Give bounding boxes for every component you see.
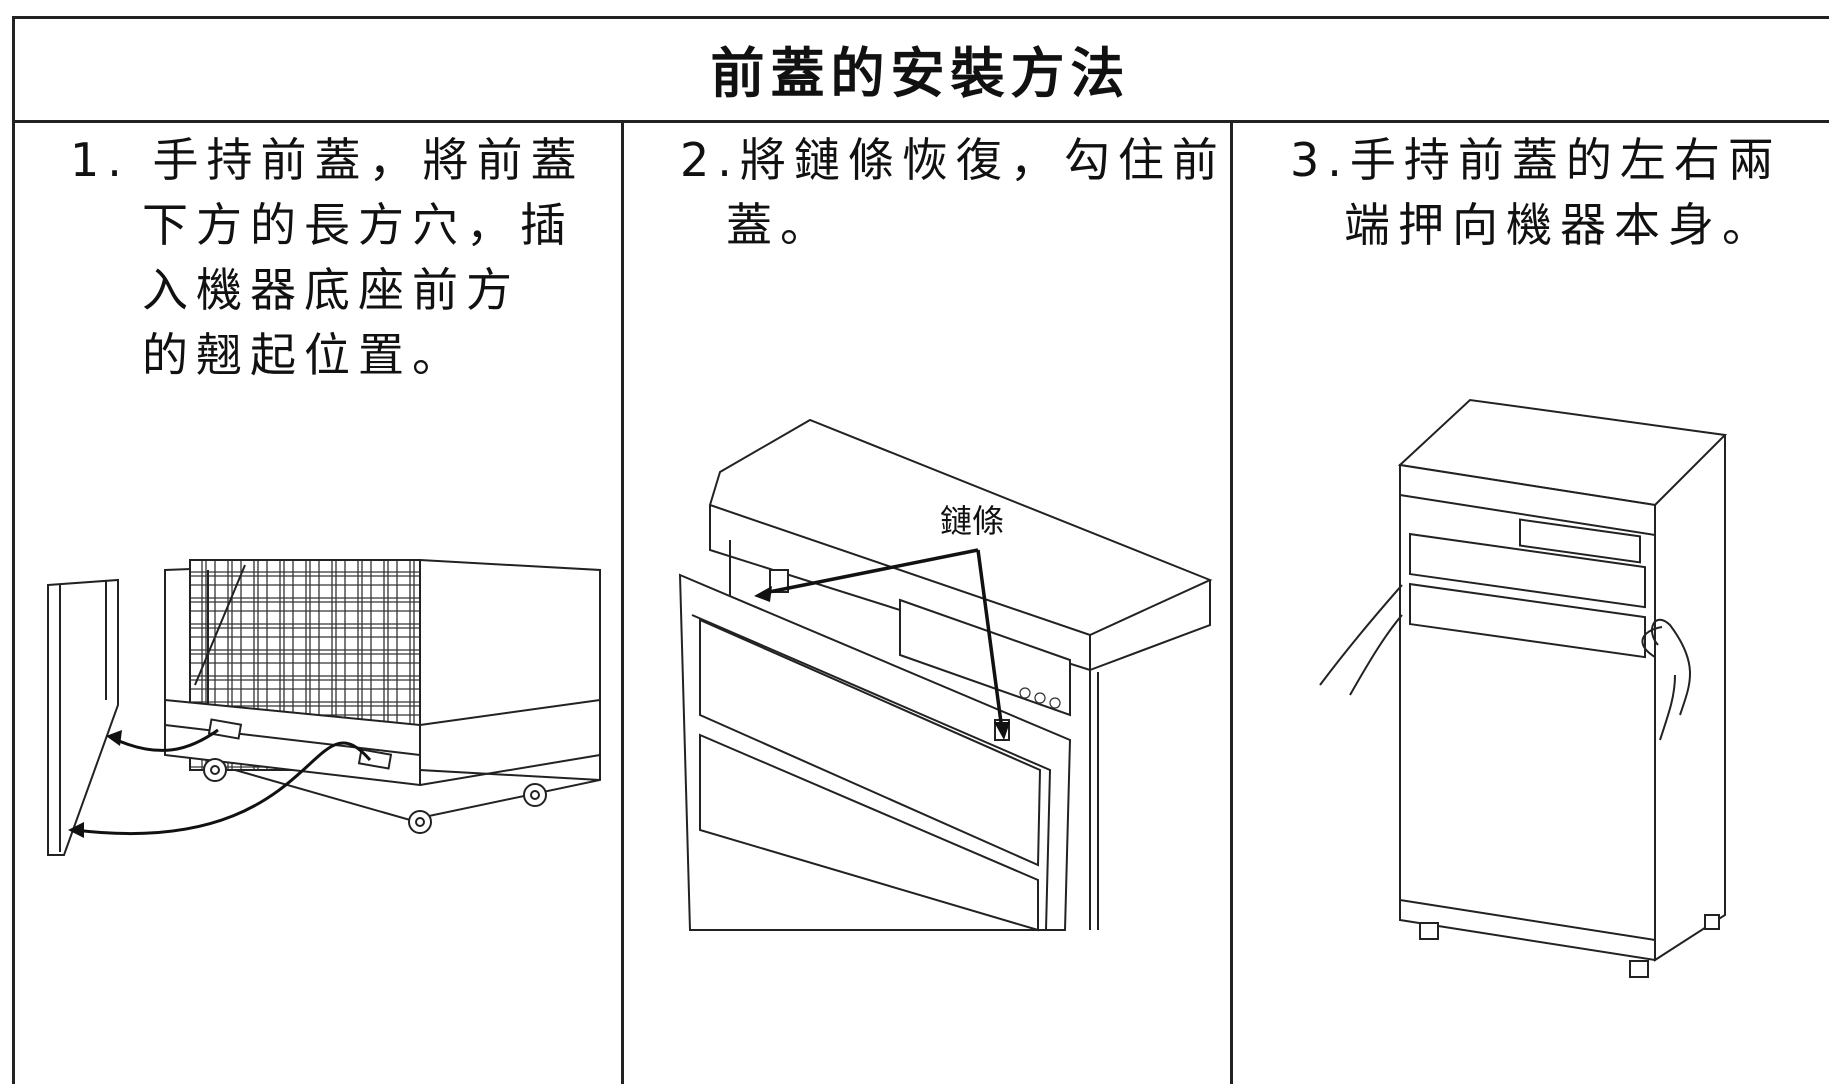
step-1-line-3: 入機器底座前方 — [142, 263, 520, 317]
step-1-text: 1. 手持前蓋，將前蓋 下方的長方穴，插 入機器底座前方 的翹起位置。 — [70, 128, 585, 388]
page-title: 前蓋的安裝方法 — [710, 41, 1131, 105]
step-1-line-1: 1. 手持前蓋，將前蓋 — [70, 133, 585, 187]
step-2-illustration — [678, 418, 1213, 932]
chain-label: 鏈條 — [940, 502, 1005, 540]
document-frame — [12, 16, 1829, 1084]
step-3-line-2: 端押向機器本身。 — [1344, 198, 1776, 252]
step-2-line-2: 蓋。 — [726, 198, 834, 252]
step-2-line-1: 2.將鏈條恢復，勾住前 — [680, 133, 1226, 187]
step-3-text: 3.手持前蓋的左右兩 端押向機器本身。 — [1290, 128, 1782, 258]
step-2-text: 2.將鏈條恢復，勾住前 蓋。 — [680, 128, 1226, 258]
step-1-illustration — [47, 558, 601, 856]
title-row: 前蓋的安裝方法 — [12, 16, 1829, 123]
step-3-line-1: 3.手持前蓋的左右兩 — [1290, 133, 1782, 187]
step-3-illustration — [1319, 398, 1728, 978]
step-1-line-4: 的翹起位置。 — [142, 328, 466, 382]
column-divider-2 — [1230, 123, 1233, 1084]
column-divider-1 — [621, 123, 624, 1084]
step-1-line-2: 下方的長方穴，插 — [142, 198, 574, 252]
